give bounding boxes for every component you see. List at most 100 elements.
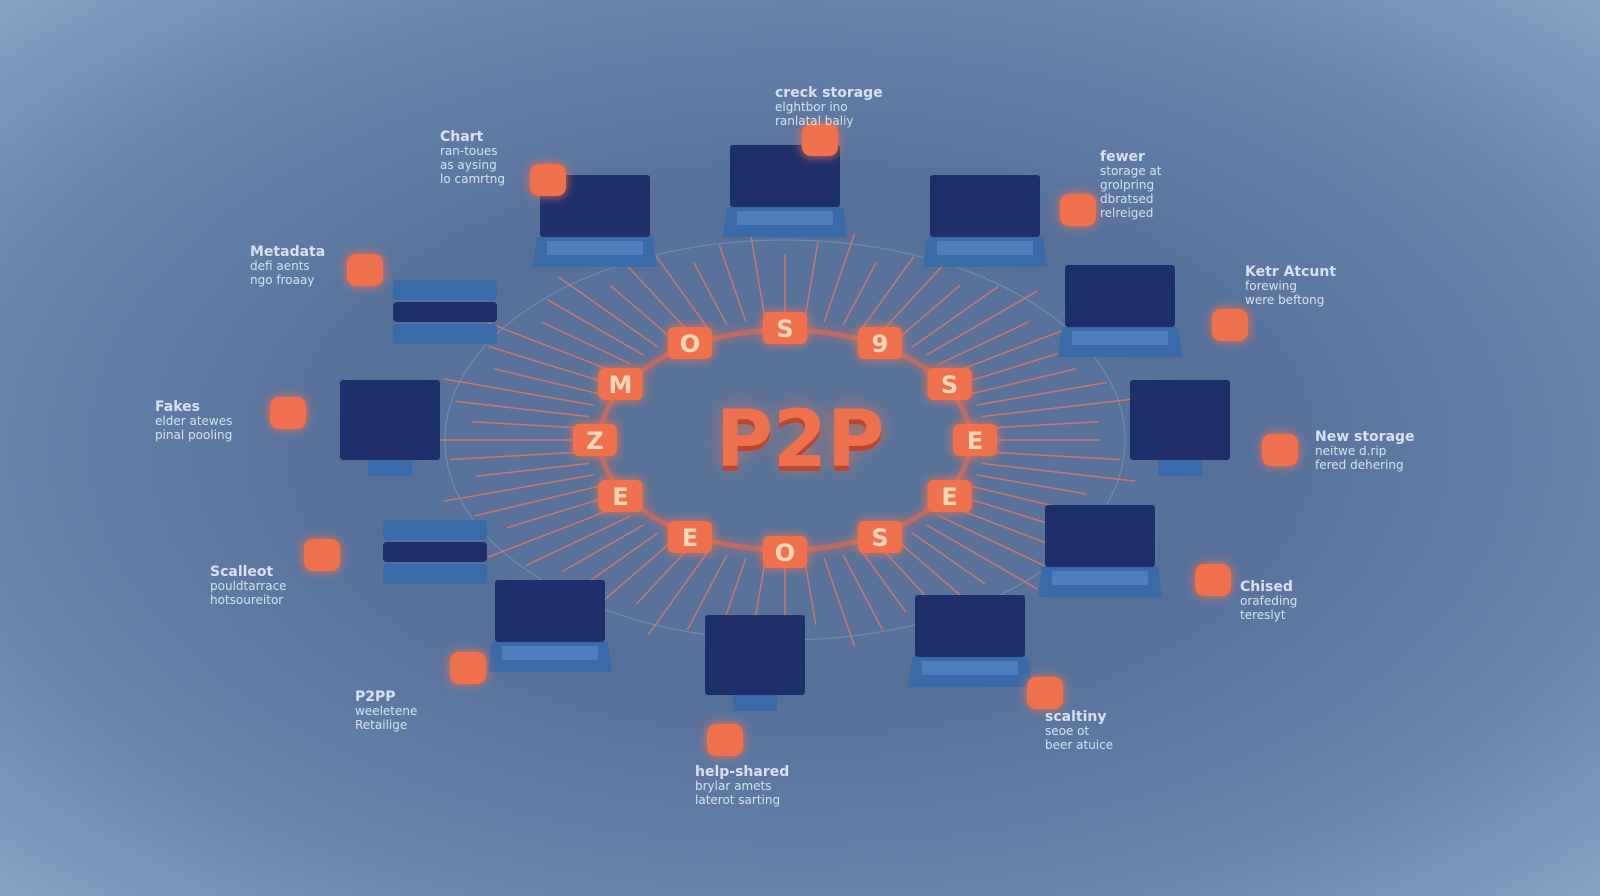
ring-letter-block: E [927, 480, 972, 512]
laptop-icon [488, 580, 612, 672]
svg-text:9: 9 [872, 330, 889, 358]
label-title: fewer [1100, 149, 1145, 165]
connection-line [939, 321, 1029, 365]
connection-line [692, 261, 728, 326]
connection-line [911, 532, 986, 585]
label-title: help-shared [695, 764, 790, 780]
laptop-icon [908, 595, 1032, 687]
monitor-icon [1130, 380, 1230, 476]
connection-line [597, 539, 675, 606]
label-line: elghtbor ino [775, 100, 848, 114]
connection-line [471, 421, 587, 429]
feature-icon [270, 397, 306, 429]
connection-line [524, 515, 631, 567]
connection-line [506, 495, 609, 529]
ring-letter-block: S [927, 368, 972, 400]
connection-line [860, 256, 915, 330]
connection-line [976, 381, 1107, 406]
label-line: pouldtarrace [210, 579, 287, 593]
feature-icon [1262, 434, 1298, 466]
connection-line [647, 244, 710, 330]
monitor-icon [705, 615, 805, 711]
connection-line [443, 378, 594, 406]
connection-line [541, 321, 631, 365]
label-line: neitwe d.rip [1315, 444, 1387, 458]
svg-text:Z: Z [586, 427, 603, 455]
connection-line [969, 368, 1077, 395]
connection-line [803, 242, 819, 321]
label-line: tereslyt [1240, 608, 1286, 622]
connection-line [718, 245, 747, 323]
connection-line [823, 233, 856, 323]
laptop-icon [533, 175, 657, 267]
label-line: relreiged [1100, 206, 1154, 220]
connection-line [626, 264, 692, 335]
label-line: Retailige [355, 718, 408, 732]
label-line: brylar amets [695, 779, 772, 793]
connection-line [983, 421, 1099, 429]
label-line: beer atuice [1045, 738, 1114, 752]
connection-line [983, 451, 1120, 461]
connection-line [647, 550, 710, 636]
connection-line [558, 276, 659, 348]
feature-icon [707, 724, 743, 756]
svg-text:M: M [609, 371, 633, 399]
svg-text:O: O [680, 330, 700, 358]
connection-line [981, 462, 1136, 482]
svg-text:E: E [612, 483, 628, 511]
label-title: New storage [1315, 429, 1415, 445]
feature-icon [1195, 564, 1231, 596]
label-line: dbratsed [1100, 192, 1154, 206]
connection-line [926, 290, 1038, 356]
label-line: storage at [1100, 164, 1162, 178]
connection-line [939, 515, 1046, 567]
label-line: pinal pooling [155, 428, 233, 442]
label-title: Chart [440, 129, 484, 145]
laptop-icon [1038, 505, 1162, 597]
connection-line [803, 559, 817, 626]
connection-line [455, 400, 589, 418]
label-line: laterot sarting [695, 793, 781, 807]
label-title: Chised [1240, 579, 1293, 595]
laptop-icon [1058, 265, 1182, 357]
center-title: P2P [715, 395, 885, 485]
connection-line [474, 485, 601, 517]
connection-line [493, 368, 601, 395]
svg-text:O: O [775, 539, 795, 567]
label-line: defi aents [250, 259, 310, 273]
label-line: elder atewes [155, 414, 233, 428]
ring-letter-block: Z [573, 424, 617, 456]
server-icon [393, 280, 497, 344]
ring-letter-block: O [668, 327, 712, 360]
connection-line [823, 557, 856, 647]
svg-text:S: S [776, 315, 793, 343]
label-line: ran-toues [440, 144, 498, 158]
label-line: forewing [1245, 279, 1297, 293]
label-title: scaltiny [1045, 709, 1107, 725]
feature-icon [304, 539, 340, 571]
connection-rays [428, 230, 1136, 650]
feature-icon [450, 652, 486, 684]
connection-line [487, 322, 619, 375]
connection-line [443, 474, 594, 502]
server-icon [383, 520, 487, 584]
connection-line [926, 524, 1038, 590]
ring-letter-block: S [858, 520, 902, 553]
label-line: ngo froaay [250, 273, 315, 287]
label-line: seoe ot [1045, 724, 1090, 738]
svg-text:S: S [941, 371, 958, 399]
laptop-icon [923, 175, 1047, 267]
label-title: creck storage [775, 85, 883, 101]
connection-line [951, 329, 1065, 375]
feature-icon [1212, 309, 1248, 341]
monitor-icon [340, 380, 440, 476]
